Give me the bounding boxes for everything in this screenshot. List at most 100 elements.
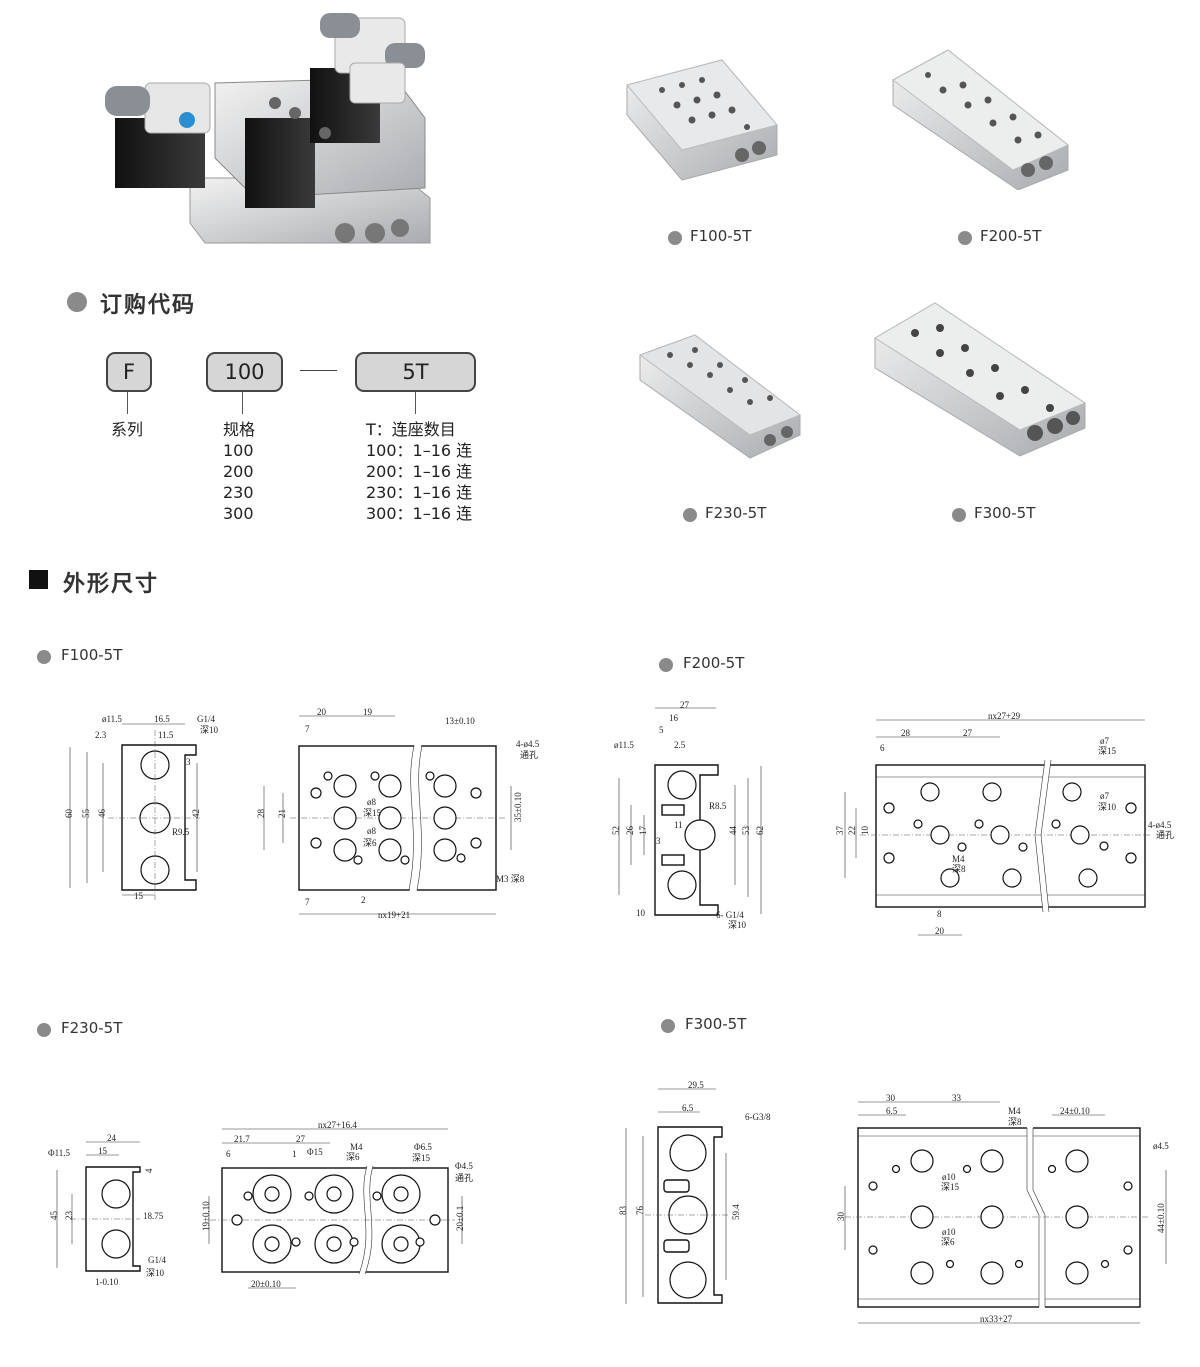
dimension-label: 28 <box>256 809 266 819</box>
dimension-label: 59.4 <box>731 1204 741 1220</box>
dimension-label: 19 <box>363 707 373 717</box>
dimension-label: 深6 <box>363 838 377 848</box>
dimension-label: 16 <box>669 713 679 723</box>
dimension-label: 76 <box>635 1206 645 1216</box>
dimension-label: 5 <box>659 725 664 735</box>
dimension-label: 53 <box>741 826 751 836</box>
drawing-title: F230-5T <box>61 1019 123 1037</box>
dimension-label: 44 <box>728 826 738 836</box>
dimension-label: 20±0.10 <box>251 1279 281 1289</box>
dimension-label: 16.5 <box>154 714 170 724</box>
dimension-label: nx27+16.4 <box>318 1120 357 1130</box>
dimension-label: 19±0.10 <box>201 1201 211 1231</box>
code-station-box: 5T <box>355 352 476 392</box>
dimension-label: M4 <box>1008 1106 1021 1116</box>
dimension-label: 21.7 <box>234 1134 250 1144</box>
dimension-label: 10 <box>636 908 646 918</box>
bullet-icon <box>668 231 682 245</box>
station-value: 300：1–16 连 <box>366 504 473 523</box>
drawing-title: F300-5T <box>685 1015 747 1033</box>
bullet-icon <box>37 1023 51 1037</box>
dimension-label: 1-0.10 <box>95 1277 119 1287</box>
bullet-icon <box>683 508 697 522</box>
dimension-label: ø4.5 <box>1153 1141 1169 1151</box>
spec-value: 100 <box>223 441 254 460</box>
dimension-label: 深8 <box>1008 1117 1022 1127</box>
dimension-label: 2 <box>361 895 366 905</box>
dimension-label: nx33+27 <box>980 1314 1013 1324</box>
spec-label: 规格 <box>223 420 256 439</box>
dimension-label: 15 <box>98 1146 108 1156</box>
dimension-label: 深15 <box>412 1153 431 1163</box>
code-series-box: F <box>106 352 152 392</box>
dimension-label: 深10 <box>1098 802 1117 812</box>
dimension-label: 13±0.10 <box>445 716 475 726</box>
product-label: F200-5T <box>980 227 1042 245</box>
dimension-label: 6.5 <box>886 1106 898 1116</box>
dimension-label: 通孔 <box>520 750 538 760</box>
dimension-label: 深8 <box>952 864 966 874</box>
dimension-label: 深10 <box>728 920 747 930</box>
dimension-label: 4-ø4.5 <box>1148 820 1172 830</box>
dimension-label: 27 <box>296 1134 306 1144</box>
dimension-label: 45 <box>49 1211 59 1221</box>
dimension-label: M4 <box>952 854 965 864</box>
dimension-label: 22 <box>847 826 857 835</box>
dimensions-title: 外形尺寸 <box>63 572 160 597</box>
spec-value: 300 <box>223 504 254 523</box>
dimension-label: 30 <box>836 1212 846 1222</box>
dimension-label: 33 <box>952 1093 962 1103</box>
dimension-label: 7 <box>305 724 310 734</box>
code-spec-box: 100 <box>206 352 283 392</box>
dimension-label: nx27+29 <box>988 711 1021 721</box>
station-title: T：连座数目 <box>366 420 456 439</box>
dimension-label: 18.75 <box>143 1211 164 1221</box>
dimension-label: ø10 <box>942 1227 956 1237</box>
bullet-icon <box>952 508 966 522</box>
dimension-label: 10 <box>860 826 870 836</box>
dimension-label: 2.3 <box>95 730 107 740</box>
station-value: 100：1–16 连 <box>366 441 473 460</box>
dimension-label: 通孔 <box>1156 830 1174 840</box>
dimension-label: 深6 <box>346 1152 360 1162</box>
dimension-label: 26 <box>625 826 635 836</box>
dimension-label: 深10 <box>200 725 219 735</box>
dimension-label: 15 <box>134 891 144 901</box>
dimension-label: 17 <box>638 826 648 836</box>
dimension-label: 28 <box>901 728 911 738</box>
dimension-label: 30 <box>886 1093 896 1103</box>
dimension-label: G1/4 <box>197 714 216 724</box>
dimension-label: 4-ø4.5 <box>516 739 540 749</box>
dimension-label: 1 <box>292 1149 297 1159</box>
dimension-label: 35±0.10 <box>513 792 523 822</box>
station-value: 230：1–16 连 <box>366 483 473 502</box>
dimension-label: 55 <box>81 809 91 819</box>
dimension-label: 46 <box>97 809 107 819</box>
dimension-label: 深15 <box>941 1182 960 1192</box>
dimension-label: M3 深8 <box>496 874 525 884</box>
bullet-icon <box>37 650 51 664</box>
dimension-label: 8 <box>937 909 942 919</box>
dimension-label: 11.5 <box>158 730 174 740</box>
dimension-label: ø7 <box>1100 791 1110 801</box>
leader-line <box>127 392 128 414</box>
bullet-icon <box>661 1019 675 1033</box>
dimension-label: Φ11.5 <box>48 1148 70 1158</box>
dimension-label: Φ6.5 <box>414 1142 432 1152</box>
spec-value: 200 <box>223 462 254 481</box>
dimension-label: ø7 <box>1100 736 1110 746</box>
dimension-label: R9.5 <box>172 827 190 837</box>
dimension-label: ø8 <box>367 826 377 836</box>
ordering-code-title: 订购代码 <box>100 293 197 318</box>
dimension-label: 60 <box>64 809 74 819</box>
dimension-label: 深15 <box>1098 746 1117 756</box>
dimension-label: 6-G3/8 <box>745 1112 771 1122</box>
dimension-label: 20 <box>317 707 327 717</box>
dimension-label: 2.5 <box>674 740 686 750</box>
dimension-label: 通孔 <box>455 1173 473 1183</box>
